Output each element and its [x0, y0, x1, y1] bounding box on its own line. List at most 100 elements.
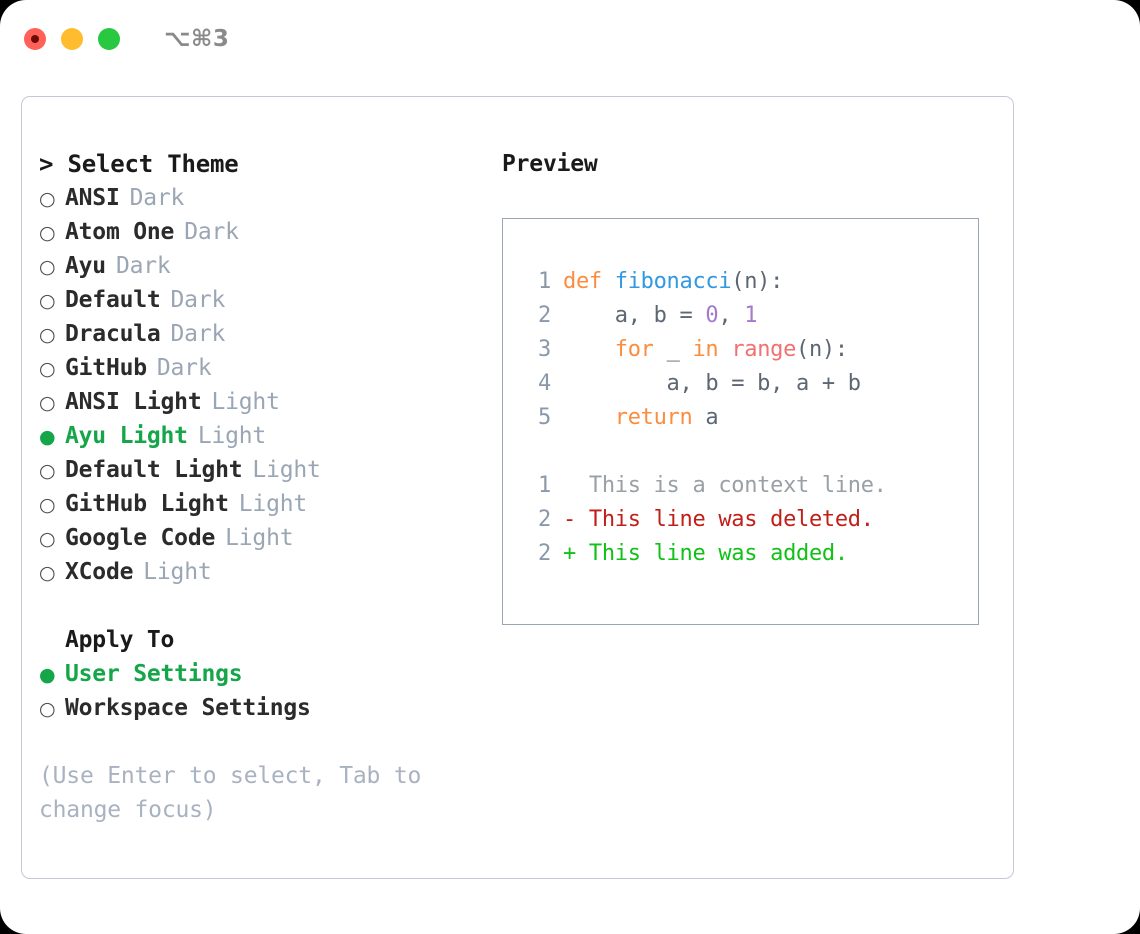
code-token-bi: range — [731, 337, 797, 362]
theme-variant-label: Light — [238, 491, 308, 517]
radio-unselected-icon: ○ — [39, 358, 56, 380]
code-token-plain: _ — [653, 337, 693, 362]
theme-variant-label: Light — [211, 389, 280, 415]
apply-to-option-user-settings[interactable]: ● User Settings — [39, 657, 502, 691]
theme-variant-label: Dark — [170, 287, 226, 313]
recording-indicator-icon — [31, 35, 39, 43]
theme-name-label: Google Code — [65, 525, 216, 551]
radio-unselected-icon: ○ — [39, 562, 56, 584]
theme-option-xcode[interactable]: ○ XCode Light — [39, 555, 502, 589]
apply-to-header: Apply To — [65, 627, 175, 653]
line-number: 1 — [538, 473, 551, 498]
radio-unselected-icon: ○ — [39, 528, 56, 550]
line-number: 5 — [538, 405, 551, 430]
theme-variant-label: Light — [252, 457, 321, 483]
theme-name-label: GitHub — [65, 355, 147, 381]
code-line-content: a, b = b, a + b — [563, 367, 862, 401]
theme-variant-label: Light — [225, 525, 294, 551]
theme-option-github[interactable]: ○ GitHub Dark — [39, 351, 502, 385]
code-token-num: 0 — [705, 303, 719, 328]
code-token-num: 1 — [744, 303, 758, 328]
line-number: 3 — [538, 337, 551, 362]
radio-unselected-icon: ○ — [39, 698, 56, 720]
theme-name-label: Ayu Light — [65, 423, 188, 449]
code-token-plain: a, b = b, a + b — [563, 371, 862, 396]
code-token-plain — [563, 405, 615, 430]
radio-unselected-icon: ○ — [39, 188, 56, 210]
code-token-kw: return — [614, 405, 693, 430]
code-line: 5 return a — [521, 401, 978, 435]
title-bar: ⌥⌘3 — [0, 0, 1140, 78]
radio-unselected-icon: ○ — [39, 290, 56, 312]
code-token-plain: a, b = — [563, 303, 706, 328]
theme-name-label: XCode — [65, 559, 134, 585]
spacer — [39, 589, 502, 623]
radio-unselected-icon: ○ — [39, 222, 56, 244]
diff-line: 2 - This line was deleted. — [521, 503, 978, 537]
traffic-lights — [24, 28, 120, 50]
theme-option-default[interactable]: ○ Default Dark — [39, 283, 502, 317]
code-line: 4 a, b = b, a + b — [521, 367, 978, 401]
theme-variant-label: Dark — [156, 355, 212, 381]
theme-option-ayu[interactable]: ○ Ayu Dark — [39, 249, 502, 283]
diff-line: 2 + This line was added. — [521, 537, 978, 571]
code-token-kw: def — [563, 269, 615, 294]
close-button-icon[interactable] — [24, 28, 46, 50]
radio-unselected-icon: ○ — [39, 392, 56, 414]
code-token-plain: , — [718, 303, 745, 328]
radio-unselected-icon: ○ — [39, 324, 56, 346]
keyboard-shortcut-label: ⌥⌘3 — [164, 26, 230, 52]
theme-variant-label: Light — [143, 559, 212, 585]
code-line: 2 a, b = 0, 1 — [521, 299, 978, 333]
code-line-content: for _ in range(n): — [563, 333, 848, 367]
apply-to-list: ● User Settings ○ Workspace Settings — [39, 657, 502, 725]
diff-line-content: - This line was deleted. — [563, 507, 874, 532]
maximize-button-icon[interactable] — [98, 28, 120, 50]
minimize-button-icon[interactable] — [61, 28, 83, 50]
radio-unselected-icon: ○ — [39, 256, 56, 278]
theme-name-label: Atom One — [65, 219, 175, 245]
theme-name-label: Default Light — [65, 457, 243, 483]
theme-name-label: Default — [65, 287, 161, 313]
code-token-plain — [718, 337, 731, 362]
radio-selected-icon: ● — [39, 664, 56, 686]
theme-name-label: Dracula — [65, 321, 161, 347]
diff-line-content: + This line was added. — [563, 541, 848, 566]
code-token-plain — [563, 337, 615, 362]
theme-name-label: GitHub Light — [65, 491, 229, 517]
code-diff-spacer — [521, 435, 978, 469]
code-token-punct: (n): — [796, 337, 848, 362]
line-number: 1 — [538, 269, 551, 294]
code-line: 1 def fibonacci(n): — [521, 265, 978, 299]
apply-to-label: User Settings — [65, 661, 243, 687]
apply-to-label: Workspace Settings — [65, 695, 311, 721]
code-token-kw: for — [614, 337, 654, 362]
theme-option-ansi-light[interactable]: ○ ANSI Light Light — [39, 385, 502, 419]
code-line-content: def fibonacci(n): — [563, 265, 783, 299]
line-number: 2 — [538, 541, 551, 566]
keyboard-hint-text: (Use Enter to select, Tab to change focu… — [39, 763, 422, 823]
theme-variant-label: Dark — [115, 253, 171, 279]
theme-name-label: ANSI Light — [65, 389, 202, 415]
apply-to-option-workspace-settings[interactable]: ○ Workspace Settings — [39, 691, 502, 725]
theme-name-label: ANSI — [65, 185, 120, 211]
line-number: 2 — [538, 507, 551, 532]
theme-name-label: Ayu — [65, 253, 106, 279]
code-line: 3 for _ in range(n): — [521, 333, 978, 367]
radio-selected-icon: ● — [39, 426, 56, 448]
code-token-punct: (n): — [731, 269, 784, 294]
code-line-content: a, b = 0, 1 — [563, 299, 758, 333]
theme-option-google-code[interactable]: ○ Google Code Light — [39, 521, 502, 555]
